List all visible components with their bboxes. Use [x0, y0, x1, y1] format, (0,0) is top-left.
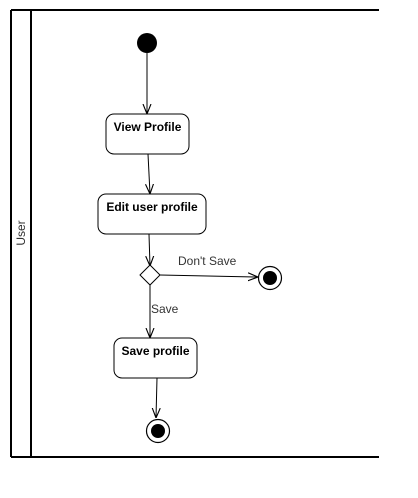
final-node[interactable]	[145, 418, 171, 444]
swimlane: User	[10, 9, 379, 458]
final-node-dont-save[interactable]	[257, 265, 283, 291]
edge-edit-to-decision	[149, 233, 150, 266]
swimlane-label: User	[14, 220, 28, 245]
edge-save-profile-to-final	[156, 377, 157, 418]
edge-decision-to-final-dont-save	[159, 275, 258, 277]
action-save-profile-label: Save profile	[121, 344, 189, 358]
edges	[147, 53, 258, 418]
action-view-profile[interactable]: View Profile	[105, 113, 190, 155]
initial-node[interactable]	[137, 33, 157, 53]
action-edit-user-profile-label: Edit user profile	[106, 200, 198, 214]
action-view-profile-label: View Profile	[114, 120, 182, 134]
edge-view-profile-to-edit	[148, 153, 150, 194]
action-save-profile[interactable]: Save profile	[113, 337, 198, 379]
decision-node[interactable]	[139, 264, 161, 286]
action-edit-user-profile[interactable]: Edit user profile	[97, 193, 207, 235]
edge-label-save: Save	[151, 302, 179, 316]
edge-label-dont-save: Don't Save	[178, 254, 237, 268]
